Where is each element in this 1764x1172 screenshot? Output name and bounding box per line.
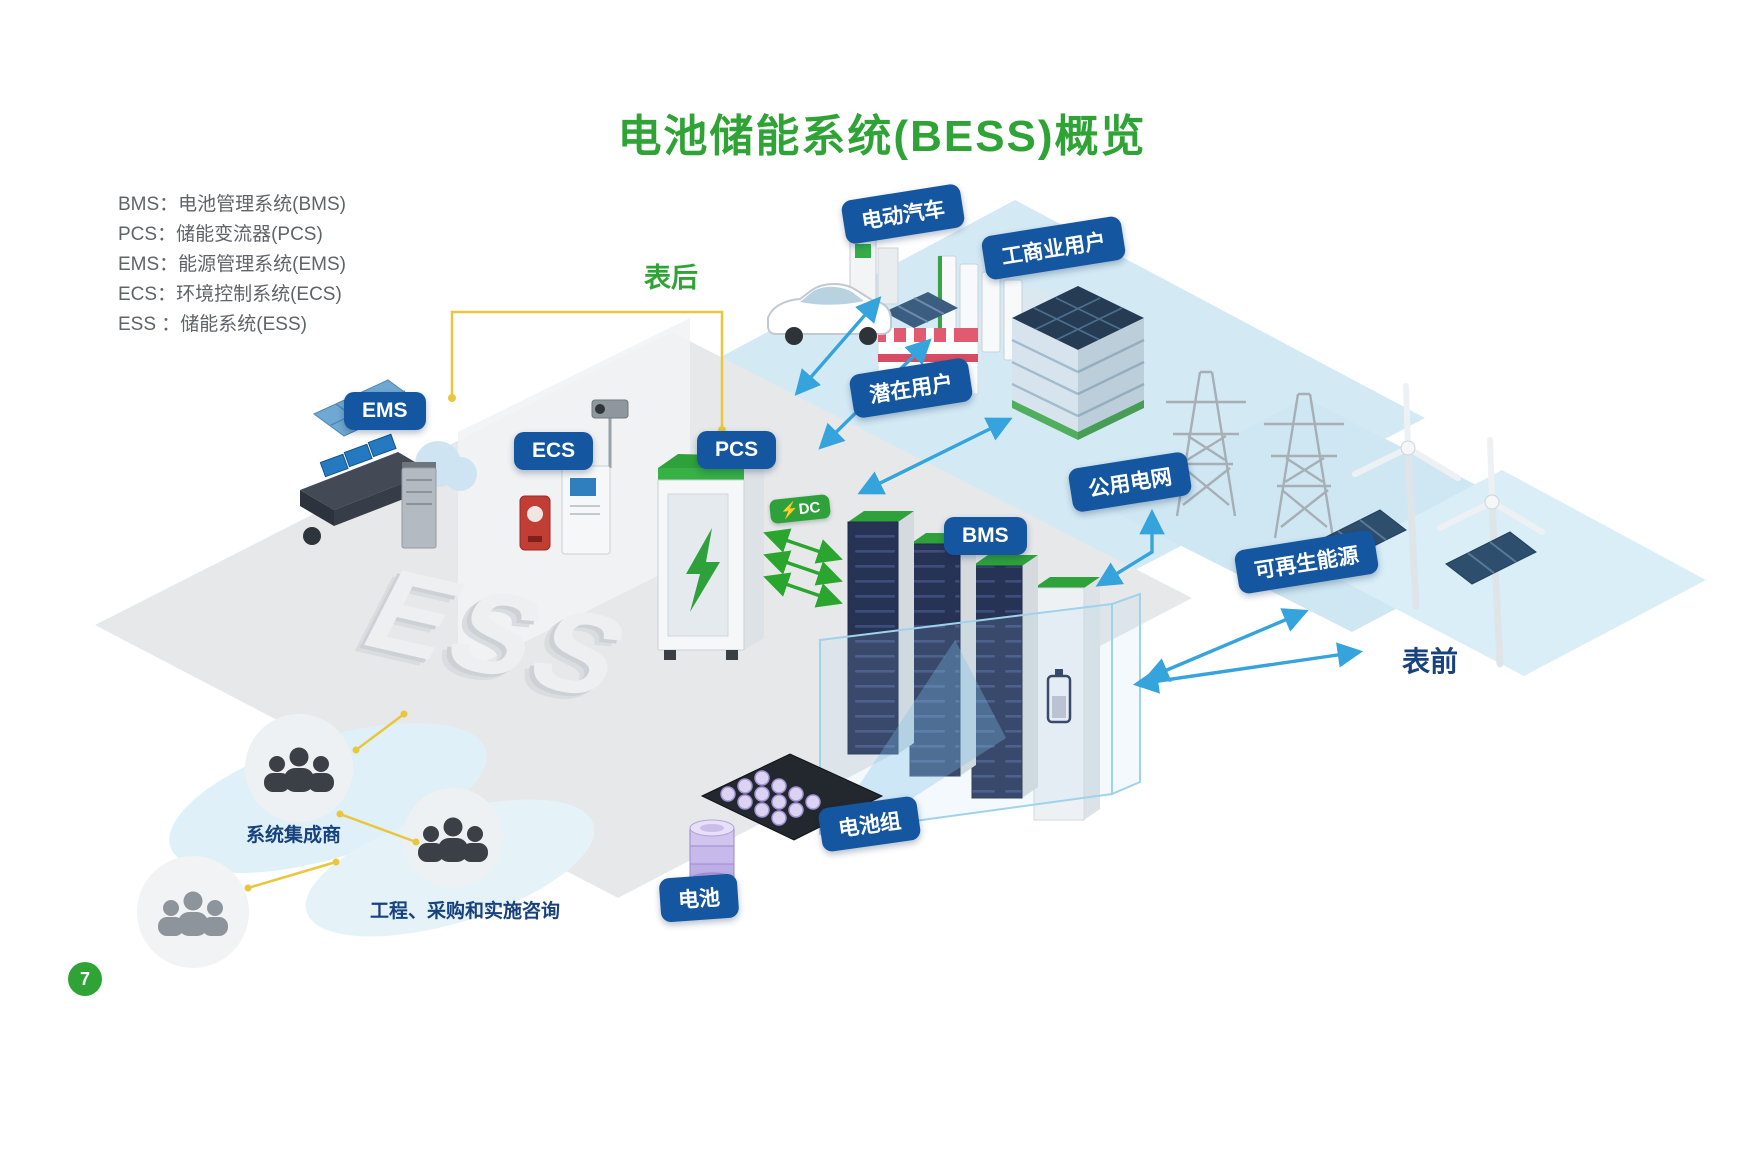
legend-item: PCS：储能变流器(PCS) — [118, 224, 323, 245]
legend: BMS：电池管理系统(BMS) PCS：储能变流器(PCS) EMS：能源管理系… — [118, 190, 346, 340]
people-groups — [137, 714, 503, 968]
ev-charger-icon — [767, 235, 899, 345]
label-bms: BMS — [944, 517, 1027, 555]
label-ems: EMS — [344, 392, 426, 430]
caption-epc-consulting: 工程、采购和实施咨询 — [370, 901, 561, 922]
blue-flow-arrows — [794, 296, 1364, 694]
label-ecs: ECS — [514, 432, 594, 470]
transmission-towers-icon — [1166, 370, 1344, 539]
zone-label-behind-meter: 表后 — [644, 263, 698, 293]
pcs-cabinet-icon — [657, 454, 764, 660]
legend-item: BMS：电池管理系统(BMS) — [118, 194, 347, 215]
zoom-beam — [852, 640, 1006, 824]
battery-racks-icon — [847, 511, 1100, 821]
caption-system-integrator: 系统集成商 — [246, 825, 342, 846]
monitor-icons — [319, 433, 397, 478]
label-pcs: PCS — [697, 431, 777, 469]
ecs-equipment-icon — [519, 399, 629, 555]
legend-item: ECS：环境控制系统(ECS) — [118, 284, 342, 305]
office-building-icon — [1011, 286, 1145, 440]
legend-item: ESS ：储能系统(ESS) — [118, 314, 307, 335]
dc-text: DC — [797, 498, 822, 519]
page-title: 电池储能系统(BESS)概览 — [617, 112, 1147, 161]
chair-icon — [303, 527, 321, 545]
lightning-icon: ⚡ — [779, 501, 800, 521]
green-dc-arrows — [763, 528, 843, 608]
ems-control-station-icon — [300, 379, 477, 549]
alarm-device-icon — [519, 495, 551, 551]
legend-item: EMS：能源管理系统(EMS) — [118, 254, 347, 275]
page-number-badge: 7 — [68, 962, 102, 996]
wind-turbines-icon — [1352, 383, 1545, 668]
lightning-bolt-icon — [686, 528, 720, 612]
zone-label-front-of-meter: 表前 — [1402, 646, 1459, 677]
label-battery: 电池 — [658, 873, 740, 923]
battery-outline-icon — [1046, 674, 1072, 724]
